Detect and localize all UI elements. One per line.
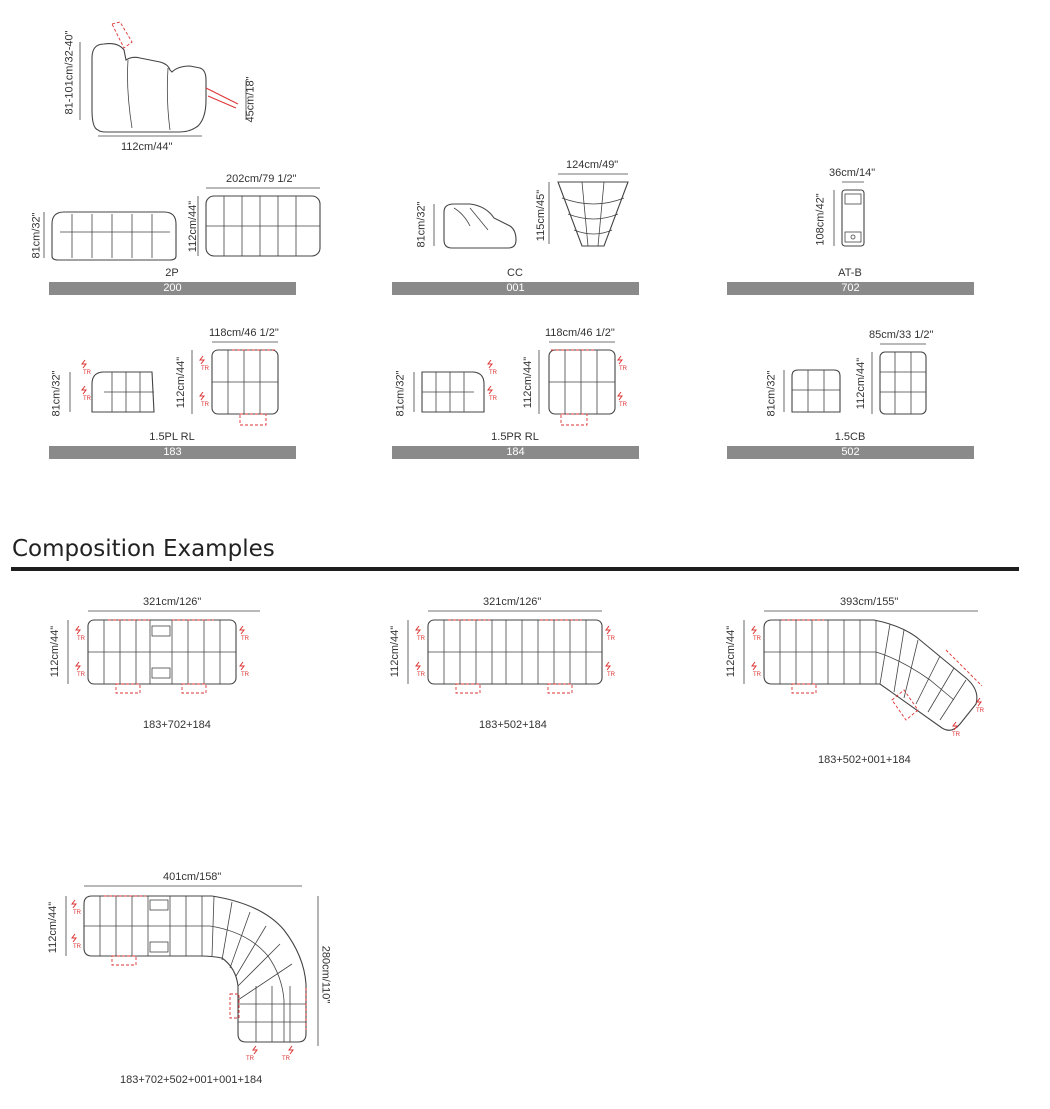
module-2p-width: 202cm/79 1/2" xyxy=(226,173,297,185)
module-15pl-rl-width: 118cm/46 1/2" xyxy=(209,327,279,339)
module-cc-code: 001 xyxy=(392,282,639,295)
composition-2-width: 321cm/126" xyxy=(483,596,542,608)
module-15pr-rl-name: 1.5PR RL xyxy=(491,431,539,443)
svg-text:TR: TR xyxy=(77,672,86,678)
module-15cb-code: 502 xyxy=(727,446,974,459)
composition-1-width: 321cm/126" xyxy=(143,596,202,608)
composition-2-tr-left: TR TR xyxy=(415,625,426,678)
svg-text:TR: TR xyxy=(976,708,985,714)
module-15cb-width: 85cm/33 1/2" xyxy=(869,329,934,341)
composition-1-tr-left: TR TR xyxy=(75,625,86,678)
svg-text:TR: TR xyxy=(417,672,426,678)
module-atb-width: 36cm/14" xyxy=(829,167,876,179)
composition-3-depth: 112cm/44" xyxy=(725,625,738,678)
module-cc-width: 124cm/49" xyxy=(566,159,619,171)
module-15pl-rl-name: 1.5PL RL xyxy=(149,431,195,443)
svg-text:TR: TR xyxy=(619,402,628,408)
svg-text:TR: TR xyxy=(753,672,762,678)
svg-text:TR: TR xyxy=(73,910,82,916)
module-cc-drawing xyxy=(433,173,629,249)
module-15pr-rl-width: 118cm/46 1/2" xyxy=(545,327,615,339)
module-15pr-rl-drawing xyxy=(413,341,616,426)
composition-3-tr-left: TR TR xyxy=(751,625,762,678)
svg-text:TR: TR xyxy=(619,366,628,372)
composition-3-tr-right: TR TR xyxy=(952,697,985,738)
module-15pl-rl-code: 183 xyxy=(49,446,296,459)
module-atb-name: AT-B xyxy=(838,267,862,279)
composition-3-label: 183+502+001+184 xyxy=(818,754,911,766)
composition-3-drawing xyxy=(743,610,983,731)
svg-text:TR: TR xyxy=(607,672,616,678)
composition-4-length: 280cm/110" xyxy=(319,945,332,1004)
module-15cb-name: 1.5CB xyxy=(834,431,866,443)
svg-text:TR: TR xyxy=(77,636,86,642)
composition-4-depth: 112cm/44" xyxy=(47,901,60,954)
module-15pr-rl-tr-marks: TR TR xyxy=(487,359,498,402)
svg-text:TR: TR xyxy=(952,732,961,738)
svg-text:TR: TR xyxy=(489,396,498,402)
module-atb-code: 702 xyxy=(727,282,974,295)
section-divider xyxy=(11,567,1019,571)
svg-text:TR: TR xyxy=(607,636,616,642)
composition-4-tr-bottom: TR TR xyxy=(246,1045,294,1062)
module-15pl-rl-tr-marks-plan: TR TR xyxy=(199,355,210,408)
svg-text:TR: TR xyxy=(282,1056,291,1062)
module-atb-drawing xyxy=(833,181,865,247)
module-2p-drawing xyxy=(43,187,321,261)
svg-text:TR: TR xyxy=(241,672,250,678)
composition-2-tr-right: TR TR xyxy=(605,625,616,678)
module-cc-name: CC xyxy=(507,267,523,279)
composition-4-drawing xyxy=(65,885,319,1046)
composition-4-tr-left: TR TR xyxy=(71,899,82,950)
composition-1-drawing xyxy=(67,610,260,694)
module-15pl-rl-tr-marks: TR TR xyxy=(81,359,92,402)
svg-text:TR: TR xyxy=(241,636,250,642)
composition-4-width: 401cm/158" xyxy=(163,871,222,883)
module-15pl-rl-drawing xyxy=(69,341,279,426)
svg-text:TR: TR xyxy=(73,944,82,950)
composition-2-label: 183+502+184 xyxy=(479,719,547,731)
svg-text:TR: TR xyxy=(83,370,92,376)
module-2p-name: 2P xyxy=(165,267,179,279)
svg-text:TR: TR xyxy=(753,636,762,642)
module-2p-code: 200 xyxy=(49,282,296,295)
module-15pr-rl-tr-marks-plan: TR TR xyxy=(617,355,628,408)
composition-3-width: 393cm/155" xyxy=(840,596,899,608)
module-15cb-drawing xyxy=(783,343,927,415)
composition-1-tr-right: TR TR xyxy=(239,625,250,678)
composition-4-label: 183+702+502+001+001+184 xyxy=(120,1074,263,1086)
svg-text:TR: TR xyxy=(201,402,210,408)
svg-text:TR: TR xyxy=(201,366,210,372)
composition-1-label: 183+702+184 xyxy=(143,719,211,731)
module-15pr-rl-code: 184 xyxy=(392,446,639,459)
svg-text:TR: TR xyxy=(246,1056,255,1062)
svg-text:TR: TR xyxy=(489,370,498,376)
recliner-width: 112cm/44" xyxy=(121,141,173,153)
recliner-side-view xyxy=(79,21,247,137)
svg-text:TR: TR xyxy=(83,396,92,402)
section-title: Composition Examples xyxy=(12,536,275,562)
composition-2-drawing xyxy=(407,610,603,694)
svg-text:TR: TR xyxy=(417,636,426,642)
